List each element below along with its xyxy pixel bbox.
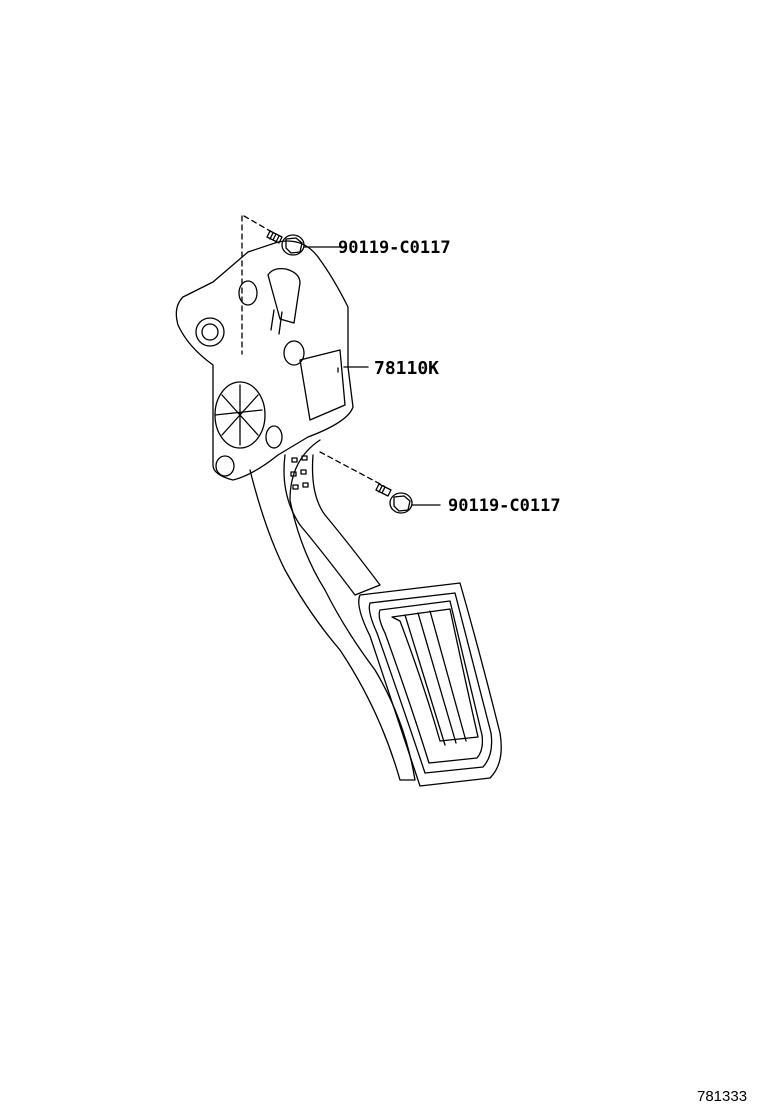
pedal-housing xyxy=(175,240,354,481)
callout-bolt-lower[interactable]: 90119-C0117 xyxy=(448,496,561,516)
callout-bolt-upper[interactable]: 90119-C0117 xyxy=(338,238,451,258)
pedal-pad xyxy=(358,582,502,787)
lower-bolt-icon xyxy=(375,483,441,514)
lower-bolt-guide xyxy=(319,451,385,487)
illustration-number: 781333 xyxy=(697,1088,748,1105)
callout-pedal-assembly[interactable]: 78110K xyxy=(374,358,440,379)
upper-bolt-guide xyxy=(241,215,273,355)
upper-bolt-icon xyxy=(266,230,341,256)
